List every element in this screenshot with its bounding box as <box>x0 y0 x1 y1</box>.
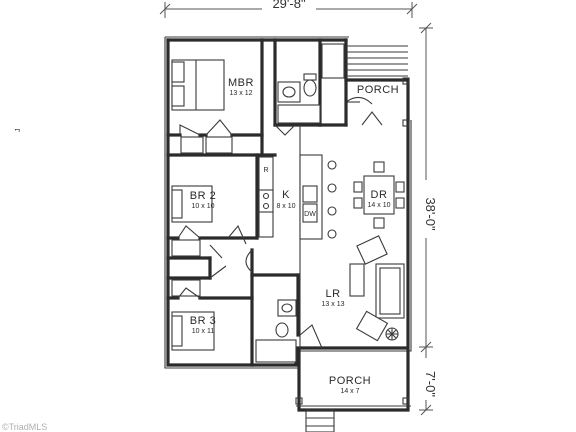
front-porch-size: 14 x 7 <box>340 388 359 395</box>
mbr-size: 13 x 12 <box>230 90 253 97</box>
kitchen-label: K <box>282 189 290 201</box>
br3-label: BR 3 <box>190 315 216 327</box>
br2-size: 10 x 10 <box>192 203 215 210</box>
bar-stools <box>327 160 337 239</box>
living-furniture <box>349 235 405 342</box>
living-label: LR <box>325 288 340 300</box>
dishwasher-label: DW <box>304 211 316 218</box>
watermark: ©TriadMLS <box>2 422 47 432</box>
porch-depth-dimension: 7'-0" <box>423 371 438 397</box>
dining-size: 14 x 10 <box>368 202 391 209</box>
br3-size: 10 x 11 <box>192 328 215 335</box>
bed-br3 <box>171 311 215 351</box>
rear-porch <box>344 38 410 127</box>
br2-label: BR 2 <box>190 190 216 202</box>
door-swings <box>177 111 383 349</box>
closets <box>171 136 233 297</box>
margin-mark: J <box>15 129 22 133</box>
range-label: R <box>263 167 268 174</box>
bed-mbr <box>171 59 225 111</box>
front-porch-label: PORCH <box>329 375 371 387</box>
depth-dimension: 38'-0" <box>423 197 438 231</box>
front-porch <box>295 349 411 432</box>
mbr-label: MBR <box>228 77 254 89</box>
width-dimension: 29'-8" <box>272 0 306 11</box>
kitchen-size: 8 x 10 <box>276 203 295 210</box>
rear-porch-label: PORCH <box>357 84 399 96</box>
dining-table <box>353 161 405 229</box>
kitchen-counters <box>258 154 323 240</box>
living-size: 13 x 13 <box>322 301 345 308</box>
bed-br2 <box>171 185 213 223</box>
bath-fixtures <box>255 43 345 363</box>
dining-label: DR <box>371 189 388 201</box>
